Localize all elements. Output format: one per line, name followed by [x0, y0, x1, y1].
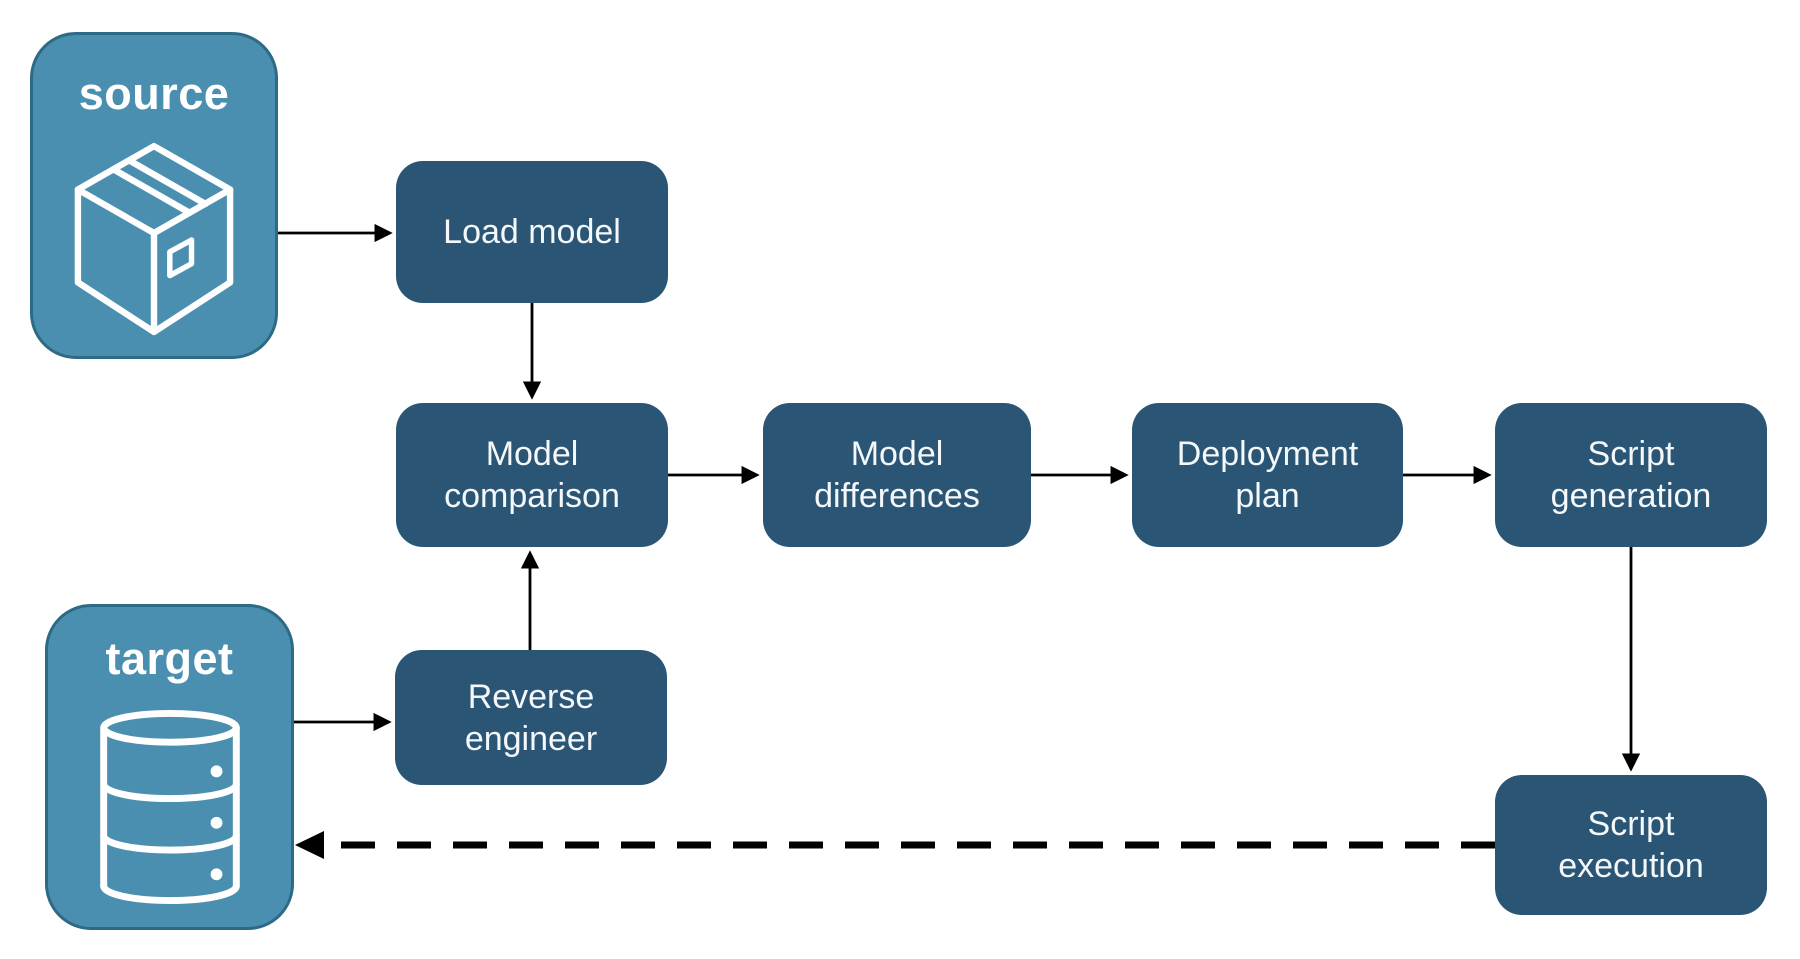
step-reverse-engineer: Reverse engineer — [395, 650, 667, 785]
step-script-execution: Script execution — [1495, 775, 1767, 915]
node-source: source — [30, 32, 278, 359]
step-model-differences: Model differences — [763, 403, 1031, 547]
source-label: source — [78, 68, 230, 119]
arrow-script-execution-to-target — [295, 831, 1495, 859]
dashed-arrowhead — [295, 831, 324, 859]
step-model-comparison: Model comparison — [396, 403, 668, 547]
package-icon — [74, 142, 234, 336]
target-label: target — [105, 633, 234, 684]
step-load-model: Load model — [396, 161, 668, 303]
node-target: target — [45, 604, 294, 930]
step-script-generation: Script generation — [1495, 403, 1767, 547]
database-icon — [99, 710, 240, 904]
step-deployment-plan: Deployment plan — [1132, 403, 1403, 547]
